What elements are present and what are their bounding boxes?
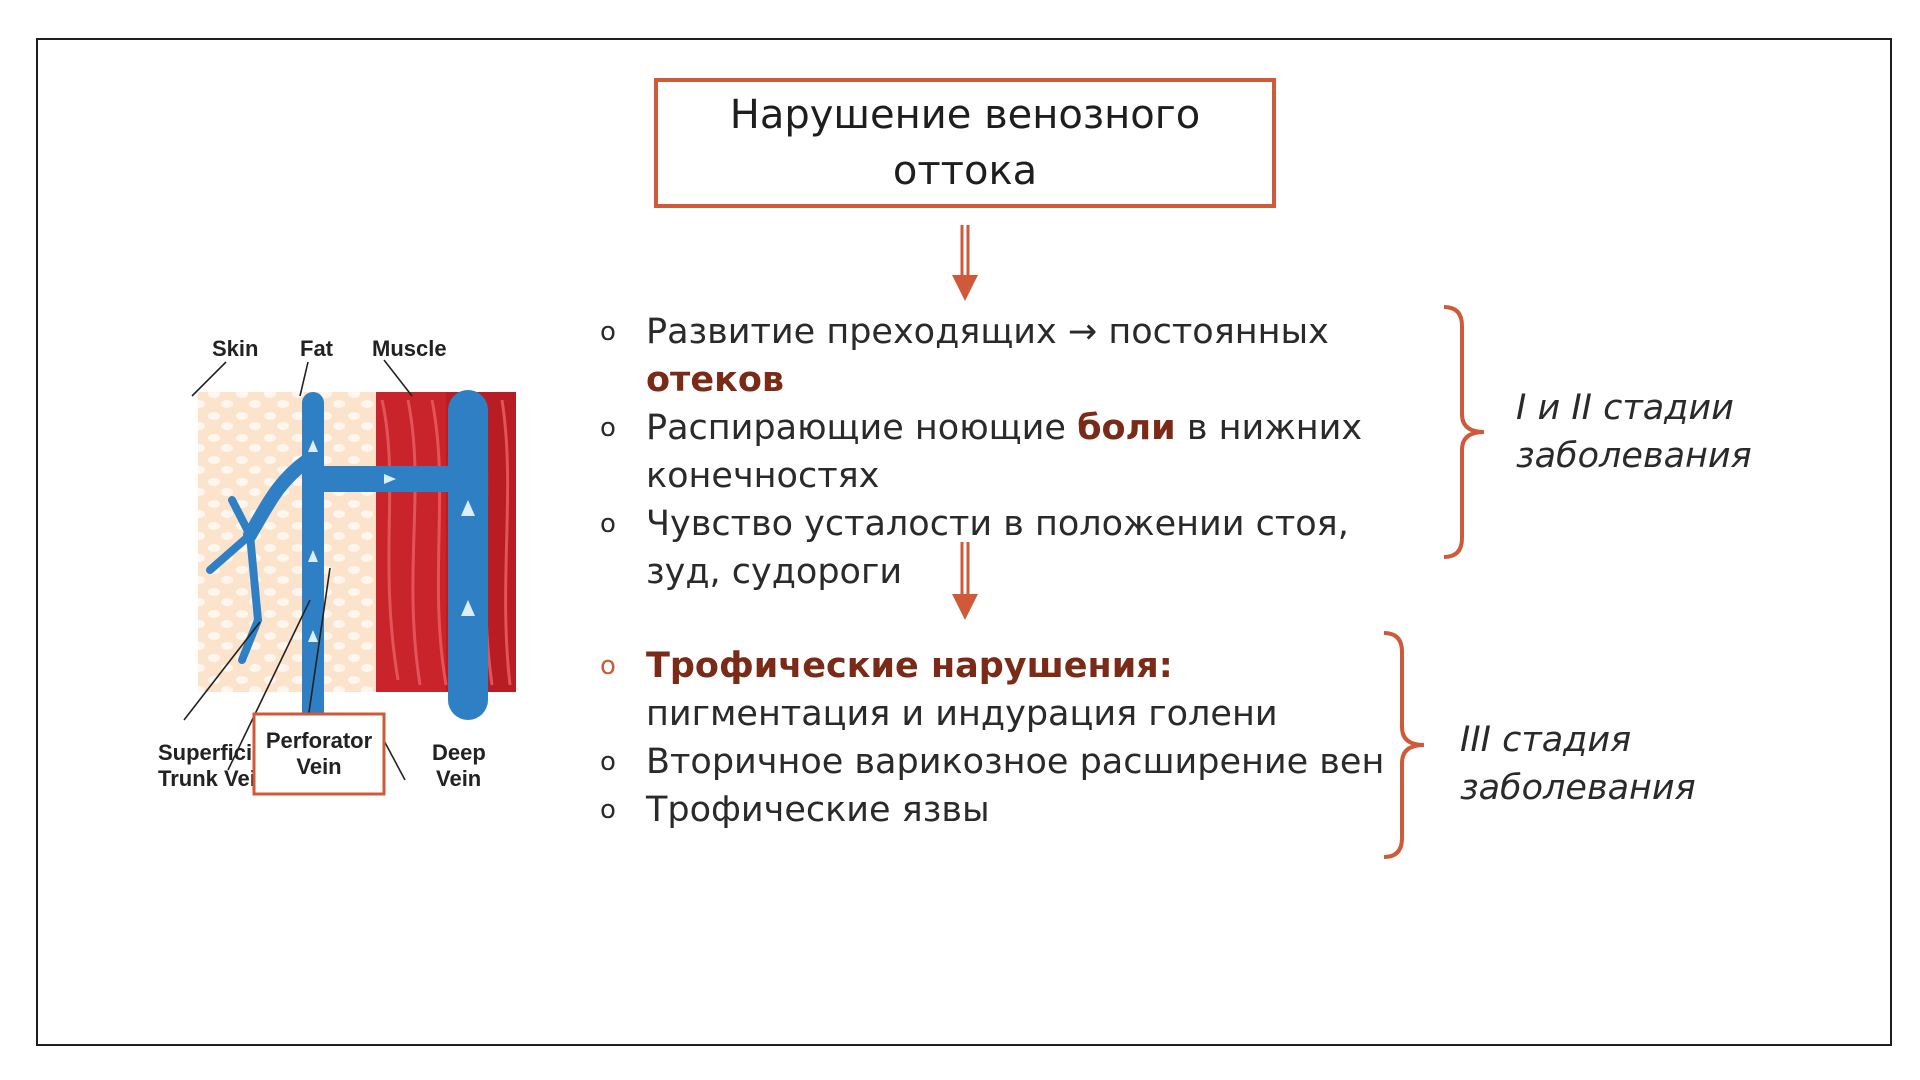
bullet: o: [600, 651, 616, 681]
list-item: o Вторичное варикозное расширение вен: [600, 738, 1400, 786]
symptom-list-stage-1-2: o Развитие преходящих → постоянных отеко…: [600, 308, 1430, 596]
label-deep-1: Deep: [432, 740, 486, 765]
curly-brace-stage-1-2: [1443, 305, 1485, 559]
deep-vein: [448, 390, 488, 720]
fat-layer: [198, 392, 390, 692]
list-item: o Развитие преходящих → постоянных отеко…: [600, 308, 1430, 404]
bullet: o: [600, 747, 616, 777]
highlight-trophic: Трофические нарушения:: [646, 646, 1173, 686]
title-line-2: оттока: [892, 148, 1038, 194]
down-arrow-icon: [952, 225, 978, 301]
title-line-1: Нарушение венозного: [729, 92, 1201, 138]
slide-frame: [36, 38, 1892, 1046]
list-item: o Чувство усталости в положении стоя, зу…: [600, 500, 1430, 596]
perforator-label-box: [252, 712, 386, 796]
muscle-layer: [376, 392, 516, 692]
curly-brace-stage-3: [1383, 631, 1425, 859]
label-superficial-2: Trunk Vein: [158, 766, 269, 791]
flow-arrows: [308, 440, 475, 642]
highlight-pain: боли: [1077, 408, 1176, 448]
label-perforator-2: Vein: [296, 754, 341, 779]
list-item: o Трофические нарушения: пигментация и и…: [600, 642, 1400, 738]
bullet: o: [600, 509, 616, 539]
arrow-right-icon: →: [1067, 312, 1098, 352]
label-superficial-1: Superficial: [158, 740, 270, 765]
label-perforator-1: Perforator: [266, 728, 373, 753]
stage-label-3: III стадия заболевания: [1460, 720, 1696, 808]
list-item: o Распирающие ноющие боли в нижних конеч…: [600, 404, 1430, 500]
title-box: Нарушение венозного оттока: [654, 78, 1276, 208]
list-item: o Трофические язвы: [600, 786, 1400, 834]
label-fat: Fat: [300, 336, 334, 361]
symptom-list-stage-3: o Трофические нарушения: пигментация и и…: [600, 642, 1400, 834]
stage-label-1-2: I и II стадии заболевания: [1516, 388, 1752, 476]
vein-anatomy-illustration: Skin Fat Muscle Superficial Trunk Vein P…: [158, 336, 516, 796]
down-arrow-icon: [952, 542, 978, 620]
label-deep-2: Vein: [436, 766, 481, 791]
bullet: o: [600, 317, 616, 347]
label-skin: Skin: [212, 336, 258, 361]
label-muscle: Muscle: [372, 336, 447, 361]
highlight-edema: отеков: [646, 360, 785, 400]
bullet: o: [600, 413, 616, 443]
bullet: o: [600, 795, 616, 825]
